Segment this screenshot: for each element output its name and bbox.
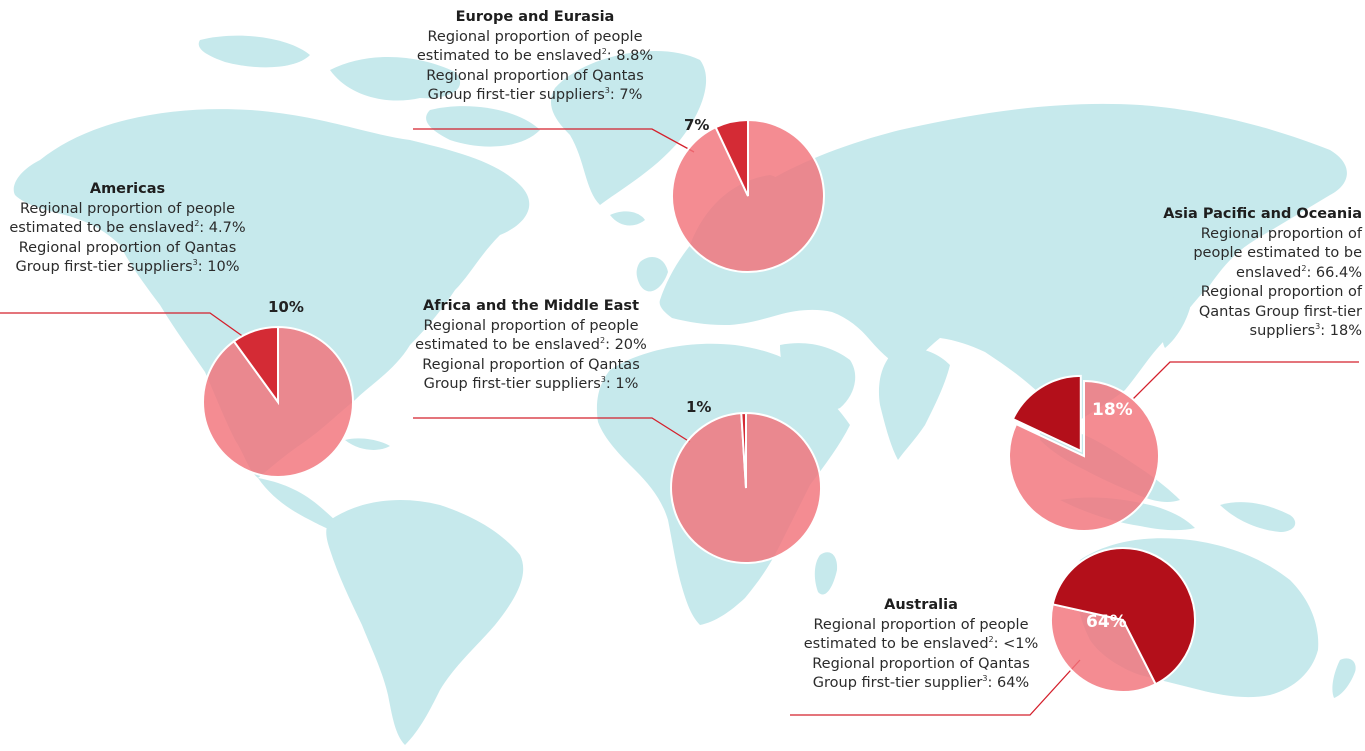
pie-charts bbox=[202, 118, 1196, 694]
pie-slice-africa bbox=[740, 411, 747, 489]
enslaved-line-2: people estimated to be bbox=[1193, 245, 1362, 261]
supplier-line-1: Regional proportion of Qantas bbox=[812, 655, 1030, 672]
slice-label-europe: 7% bbox=[684, 116, 710, 134]
enslaved-line-1: Regional proportion of bbox=[1200, 225, 1362, 242]
pie-remainder-australia bbox=[1050, 603, 1158, 694]
region-title: Europe and Eurasia bbox=[455, 9, 615, 25]
enslaved-line-2: estimated to be enslaved2: <1% bbox=[803, 635, 1039, 653]
pie-slice-europe bbox=[714, 118, 749, 197]
pie-slice-americas bbox=[232, 325, 279, 406]
region-title: Asia Pacific and Oceania bbox=[1163, 206, 1362, 222]
enslaved-line-2: estimated to be enslaved2: 8.8% bbox=[416, 47, 654, 65]
supplier-line-2: Group first-tier suppliers3: 1% bbox=[423, 375, 639, 393]
supplier-line-2: Group first-tier supplier3: 64% bbox=[812, 674, 1030, 692]
enslaved-line-1: Regional proportion of people bbox=[427, 28, 643, 45]
leader-europe bbox=[413, 128, 695, 153]
region-label-europe: Europe and Eurasia Regional proportion o… bbox=[405, 8, 665, 106]
slice-label-americas: 10% bbox=[268, 298, 304, 316]
leader-lines bbox=[0, 128, 1359, 716]
region-title: Australia bbox=[884, 597, 958, 613]
supplier-line-2: Group first-tier suppliers3: 10% bbox=[15, 258, 240, 276]
supplier-line-2: Group first-tier suppliers3: 7% bbox=[427, 86, 643, 104]
slice-label-asia-pacific: 18% bbox=[1092, 400, 1133, 420]
slice-label-australia: 64% bbox=[1086, 612, 1127, 632]
region-label-australia: Australia Regional proportion of people … bbox=[790, 596, 1052, 694]
supplier-line-1: Regional proportion of Qantas bbox=[422, 356, 640, 373]
region-title: Africa and the Middle East bbox=[422, 298, 639, 314]
enslaved-line-1: Regional proportion of people bbox=[19, 200, 236, 217]
leader-africa bbox=[413, 417, 691, 443]
pie-slice-asia-pacific bbox=[1011, 374, 1082, 453]
pie-slice-australia bbox=[1051, 547, 1196, 686]
enslaved-line-2: estimated to be enslaved2: 20% bbox=[415, 336, 647, 354]
pie-remainder-asia-pacific bbox=[1008, 379, 1160, 532]
leader-americas bbox=[0, 312, 249, 341]
region-label-asia-pacific: Asia Pacific and Oceania Regional propor… bbox=[1150, 205, 1362, 342]
enslaved-line-2: estimated to be enslaved2: 4.7% bbox=[9, 219, 246, 237]
slice-label-africa: 1% bbox=[686, 398, 712, 416]
supplier-line-1: Regional proportion of Qantas bbox=[18, 239, 237, 256]
supplier-line-3: suppliers3: 18% bbox=[1249, 322, 1362, 340]
supplier-line-1: Regional proportion of bbox=[1200, 284, 1362, 300]
leader-australia bbox=[790, 659, 1081, 716]
region-label-americas: Americas Regional proportion of people e… bbox=[0, 180, 255, 278]
enslaved-line-3: enslaved2: 66.4% bbox=[1236, 263, 1362, 281]
supplier-line-2: Qantas Group first-tier bbox=[1198, 303, 1362, 320]
enslaved-line-1: Regional proportion of people bbox=[813, 616, 1029, 633]
supplier-line-1: Regional proportion of Qantas bbox=[426, 67, 644, 84]
region-label-africa: Africa and the Middle East Regional prop… bbox=[400, 297, 662, 395]
leader-asia bbox=[1131, 361, 1359, 401]
enslaved-line-1: Regional proportion of people bbox=[423, 317, 639, 334]
region-title: Americas bbox=[89, 181, 166, 197]
